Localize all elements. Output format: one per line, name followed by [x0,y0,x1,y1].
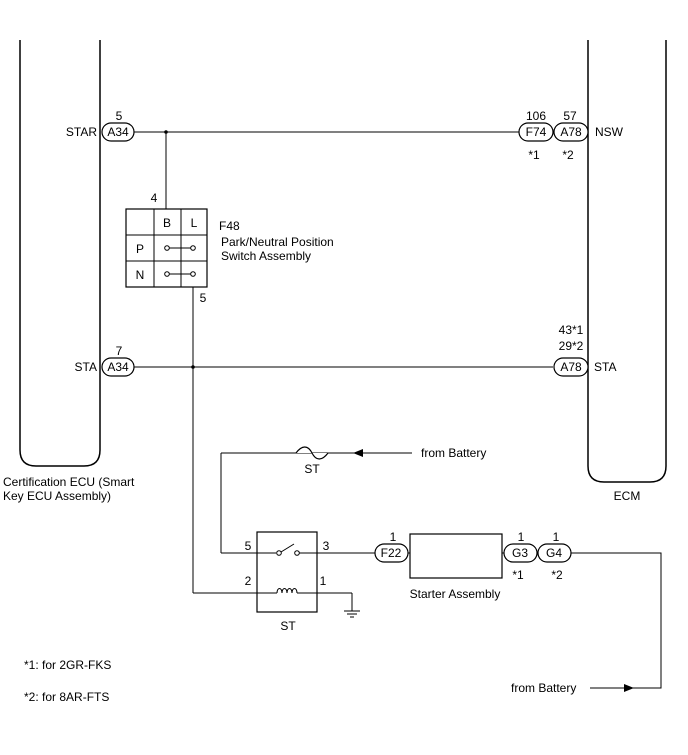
st-relay-pin-2: 2 [245,574,252,588]
st-relay-pin-1: 1 [320,574,327,588]
sta-right-pin-1: 43*1 [559,323,584,337]
g4-note: *2 [551,568,563,582]
st-relay-box [256,531,318,613]
sta-right-signal-label: STA [594,360,616,374]
nsw-signal-label: NSW [595,125,624,139]
note-1: *1: for 2GR-FKS [24,658,111,672]
f48-code: F48 [219,219,240,233]
f48-row-p: P [136,242,144,256]
cert-ecu-label-2: Key ECU Assembly) [3,489,111,503]
f48-pin-top: 4 [151,191,158,205]
g3-connector [503,543,538,563]
note-2: *2: for 8AR-FTS [24,690,109,704]
certification-ecu-body [19,40,101,467]
battery-bottom-wire [571,552,662,689]
ecm-body [587,40,667,483]
f74-note: *1 [528,148,540,162]
a78-connector-nsw [553,122,589,142]
st-fuse-label: ST [304,462,320,476]
star-pin: 5 [116,109,123,123]
a34-connector-sta [101,357,135,377]
f48-col-l: L [191,216,198,230]
g4-pin: 1 [553,530,560,544]
ecm-label: ECM [614,489,641,503]
g4-label: G4 [546,546,562,560]
battery-top-arrow [353,449,363,457]
sta-left-signal-label: STA [75,360,97,374]
a34-star-label: A34 [107,125,129,139]
f48-label-1: Park/Neutral Position [221,235,334,249]
st-relay-pin-3: 3 [323,539,330,553]
battery-top-label: from Battery [421,446,486,460]
st-fuse-symbol [295,446,329,460]
sta-left-pin: 7 [116,344,123,358]
f74-connector [518,122,554,142]
f48-row-n: N [136,268,145,282]
a78-sta-label: A78 [560,360,582,374]
sta-junction [191,365,195,369]
f22-pin: 1 [390,530,397,544]
g3-note: *1 [512,568,524,582]
g3-pin: 1 [518,530,525,544]
a78-nsw-note: *2 [562,148,574,162]
f48-continuity-p [164,245,196,251]
sta-right-pin-2: 29*2 [559,339,584,353]
battery-bottom-arrow [624,684,634,692]
f48-col-b: B [163,216,171,230]
a78-nsw-label: A78 [560,125,582,139]
battery-bottom-label: from Battery [511,681,576,695]
starter-assembly-box [409,533,503,579]
f48-pin-bottom: 5 [200,291,207,305]
f74-label: F74 [526,125,547,139]
g3-label: G3 [512,546,528,560]
f74-pin: 106 [526,109,546,123]
st-relay-coil [257,588,317,594]
a34-connector-star [101,122,135,142]
a78-connector-sta [553,357,589,377]
f48-continuity-n [164,271,196,277]
f48-label-2: Switch Assembly [221,249,311,263]
a78-nsw-pin: 57 [563,109,577,123]
starter-label: Starter Assembly [410,587,501,601]
f22-label: F22 [381,546,402,560]
a34-sta-label: A34 [107,360,129,374]
st-relay-label: ST [280,619,296,633]
star-signal-label: STAR [66,125,97,139]
cert-ecu-label-1: Certification ECU (Smart [3,475,135,489]
ground-icon [317,592,360,618]
st-relay-contact [257,543,317,556]
st-relay-pin-5: 5 [245,539,252,553]
